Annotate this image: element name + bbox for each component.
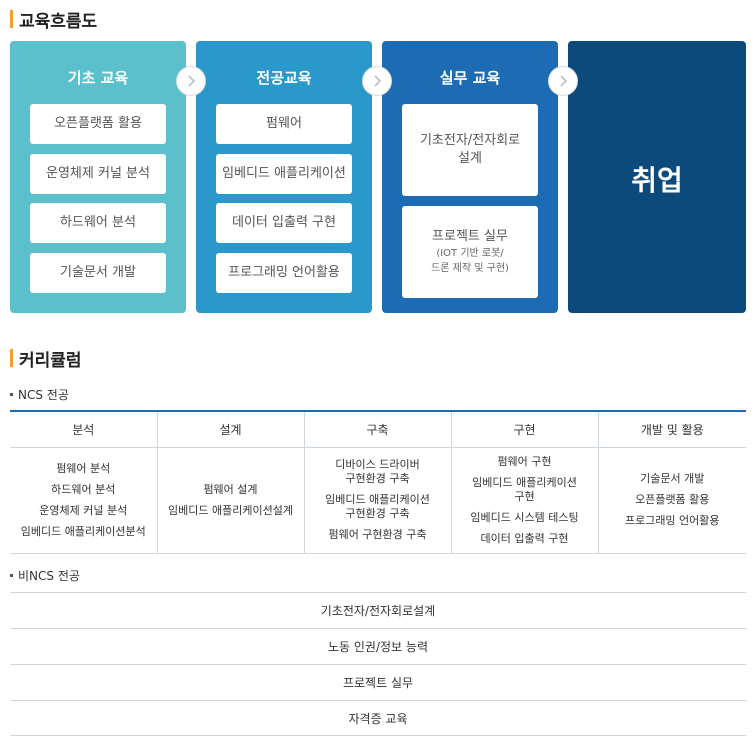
non-ncs-label: 비NCS 전공 bbox=[10, 567, 80, 584]
education-flow: 기초 교육 오픈플랫폼 활용 운영체제 커널 분석 하드웨어 분석 기술문서 개… bbox=[10, 41, 746, 313]
project-title: 프로젝트 실무 bbox=[432, 229, 508, 244]
table-cell: 디바이스 드라이버 구현환경 구축 임베디드 애플리케이션 구현환경 구축 펌웨… bbox=[303, 447, 451, 554]
flow-section-title: 교육흐름도 bbox=[10, 8, 98, 32]
flow-section-title-text: 교육흐름도 bbox=[19, 11, 98, 32]
flow-box: 임베디드 애플리케이션 bbox=[216, 154, 352, 194]
cell-item: 펌웨어 구현 bbox=[497, 454, 552, 468]
cell-item: 펌웨어 구현환경 구축 bbox=[328, 528, 427, 541]
employment-text: 취업 bbox=[631, 164, 683, 197]
cell-item: 임베디드 애플리케이션설계 bbox=[168, 503, 293, 517]
flow-box: 오픈플랫폼 활용 bbox=[30, 104, 166, 144]
bullet-icon bbox=[10, 393, 13, 396]
curriculum-section-title: 커리큘럼 bbox=[10, 347, 82, 371]
cell-item: 기술문서 개발 bbox=[640, 472, 705, 485]
table-header-cell: 구현 bbox=[450, 410, 598, 448]
table-header-cell: 개발 및 활용 bbox=[597, 410, 746, 448]
table-cell: 기술문서 개발 오픈플랫폼 활용 프로그래밍 언어활용 bbox=[597, 447, 746, 554]
cell-item: 데이터 입출력 구현 bbox=[480, 531, 569, 545]
ncs-table: 분석 설계 구축 구현 개발 및 활용 펌웨어 분석 하드웨어 분석 운영체제 … bbox=[10, 410, 746, 554]
cell-item: 운영체제 커널 분석 bbox=[39, 503, 128, 517]
title-accent-bar bbox=[10, 349, 13, 367]
table-cell: 펌웨어 구현 임베디드 애플리케이션 구현 임베디드 시스템 테스팅 데이터 입… bbox=[450, 447, 598, 554]
table-cell: 펌웨어 설계 임베디드 애플리케이션설계 bbox=[156, 447, 304, 554]
flow-col-title: 전공교육 bbox=[256, 69, 312, 87]
flow-box: 기초전자/전자회로 설계 bbox=[402, 104, 538, 196]
flow-box-project: 프로젝트 실무 (IOT 기반 로봇/ 드론 제작 및 구현) bbox=[402, 206, 538, 298]
bullet-icon bbox=[10, 574, 13, 577]
ncs-label-text: NCS 전공 bbox=[18, 388, 69, 402]
non-ncs-label-text: 비NCS 전공 bbox=[18, 569, 80, 583]
flow-col-title: 실무 교육 bbox=[439, 69, 501, 87]
flow-col-basic: 기초 교육 오픈플랫폼 활용 운영체제 커널 분석 하드웨어 분석 기술문서 개… bbox=[10, 41, 186, 313]
cell-item: 펌웨어 설계 bbox=[203, 482, 258, 496]
flow-box: 프로그래밍 언어활용 bbox=[216, 253, 352, 293]
table-header-cell: 설계 bbox=[156, 410, 304, 448]
flow-box: 데이터 입출력 구현 bbox=[216, 203, 352, 243]
list-item: 프로젝트 실무 bbox=[10, 664, 746, 700]
cell-item: 임베디드 애플리케이션분석 bbox=[20, 524, 146, 538]
list-item: 기초전자/전자회로설계 bbox=[10, 592, 746, 628]
cell-item: 디바이스 드라이버 구현환경 구축 bbox=[335, 458, 420, 485]
project-sub: 드론 제작 및 구현) bbox=[431, 263, 509, 274]
chevron-right-icon bbox=[548, 66, 578, 96]
table-header-row: 분석 설계 구축 구현 개발 및 활용 bbox=[10, 410, 746, 448]
flow-col-major: 전공교육 펌웨어 임베디드 애플리케이션 데이터 입출력 구현 프로그래밍 언어… bbox=[196, 41, 372, 313]
cell-item: 프로그래밍 언어활용 bbox=[624, 514, 720, 527]
list-item: 노동 인권/정보 능력 bbox=[10, 628, 746, 664]
cell-item: 임베디드 애플리케이션 구현환경 구축 bbox=[325, 493, 430, 520]
table-header-cell: 구축 bbox=[303, 410, 451, 448]
cell-item: 펌웨어 분석 bbox=[56, 461, 111, 475]
table-cell: 펌웨어 분석 하드웨어 분석 운영체제 커널 분석 임베디드 애플리케이션분석 bbox=[10, 447, 157, 554]
cell-item: 하드웨어 분석 bbox=[51, 482, 116, 496]
flow-box: 펌웨어 bbox=[216, 104, 352, 144]
non-ncs-list: 기초전자/전자회로설계 노동 인권/정보 능력 프로젝트 실무 자격증 교육 bbox=[10, 592, 746, 736]
cell-item: 오픈플랫폼 활용 bbox=[635, 493, 710, 506]
project-sub: (IOT 기반 로봇/ bbox=[436, 248, 504, 259]
flow-col-employment: 취업 bbox=[568, 41, 746, 313]
list-item: 자격증 교육 bbox=[10, 700, 746, 736]
ncs-label: NCS 전공 bbox=[10, 386, 69, 403]
flow-col-title: 기초 교육 bbox=[67, 69, 129, 87]
title-accent-bar bbox=[10, 10, 13, 28]
flow-box: 운영체제 커널 분석 bbox=[30, 154, 166, 194]
chevron-right-icon bbox=[362, 66, 392, 96]
curriculum-section-title-text: 커리큘럼 bbox=[19, 350, 82, 371]
flow-box: 기술문서 개발 bbox=[30, 253, 166, 293]
cell-item: 임베디드 애플리케이션 구현 bbox=[472, 475, 577, 503]
table-row: 펌웨어 분석 하드웨어 분석 운영체제 커널 분석 임베디드 애플리케이션분석 … bbox=[10, 447, 746, 554]
cell-item: 임베디드 시스템 테스팅 bbox=[470, 510, 579, 524]
chevron-right-icon bbox=[176, 66, 206, 96]
flow-box: 하드웨어 분석 bbox=[30, 203, 166, 243]
flow-col-practice: 실무 교육 기초전자/전자회로 설계 프로젝트 실무 (IOT 기반 로봇/ 드… bbox=[382, 41, 558, 313]
table-header-cell: 분석 bbox=[10, 410, 157, 448]
